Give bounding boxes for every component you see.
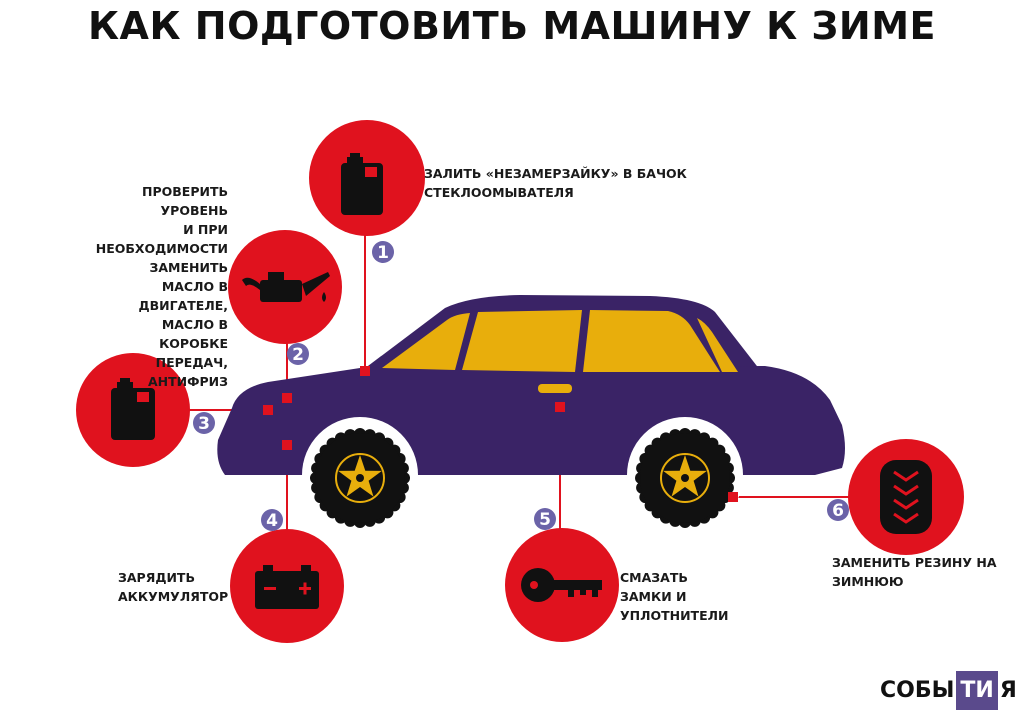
front-wheel [310,428,410,528]
step-2-label: ПРОВЕРИТЬ УРОВЕНЬ И ПРИ НЕОБХОДИМОСТИ ЗА… [90,182,228,391]
step-2-line: МАСЛО В КОРОБКЕ [159,317,228,351]
badge-6 [827,499,849,521]
step-5-line: СМАЗАТЬ [620,570,688,585]
step-6-line: ЗАМЕНИТЬ РЕЗИНУ НА [832,555,997,570]
rear-wheel [635,428,735,528]
middle-window [462,310,582,372]
badge-4 [261,509,283,531]
step-2-line: ЗАМЕНИТЬ [149,260,228,275]
badge-2-number: 2 [292,345,304,365]
tire-icon [880,460,932,534]
step-2-line: ПЕРЕДАЧ, [155,355,228,370]
step-5-line: ЗАМКИ И [620,589,687,604]
front-window [382,313,470,370]
step-1-label: ЗАЛИТЬ «НЕЗАМЕРЗАЙКУ» В БАЧОК СТЕКЛООМЫВ… [424,164,687,202]
back-window [697,318,738,372]
step-5-line: УПЛОТНИТЕЛИ [620,608,729,623]
brand-logo: СОБЫ ТИ Я [880,669,1017,711]
step-6-label: ЗАМЕНИТЬ РЕЗИНУ НА ЗИМНЮЮ [832,553,997,591]
logo-part-2: ТИ [956,670,998,710]
step-2-line: ПРОВЕРИТЬ [142,184,228,199]
connector-markers [263,366,738,502]
canister-icon [111,378,155,440]
hub [356,474,364,482]
badge-4-number: 4 [266,511,278,531]
step-2-line: АНТИФРИЗ [147,374,228,389]
logo-part-1: СОБЫ [880,677,955,703]
battery-icon [255,565,319,609]
badge-1-number: 1 [377,243,389,263]
rear-window [583,310,720,372]
step-6-line: ЗИМНЮЮ [832,574,904,589]
badge-1 [372,241,394,263]
step-5-label: СМАЗАТЬ ЗАМКИ И УПЛОТНИТЕЛИ [620,568,728,625]
badge-5 [534,508,556,530]
badge-5-number: 5 [539,510,551,530]
door-handle [538,384,572,393]
page-title: КАК ПОДГОТОВИТЬ МАШИНУ К ЗИМЕ [88,4,936,48]
oil-can-icon [242,272,330,302]
step-2-line: УРОВЕНЬ [160,203,228,218]
step-4-line: ЗАРЯДИТЬ [118,570,195,585]
badge-3-number: 3 [198,414,210,434]
step-2-line: ДВИГАТЕЛЕ, [138,298,229,313]
step-1-line: СТЕКЛООМЫВАТЕЛЯ [424,185,574,200]
step-2-line: НЕОБХОДИМОСТИ [95,241,228,256]
step-badges: 1 2 3 4 5 6 [193,241,849,531]
badge-3 [193,412,215,434]
badge-6-number: 6 [832,501,844,521]
step-1-line: ЗАЛИТЬ «НЕЗАМЕРЗАЙКУ» В БАЧОК [424,166,687,181]
logo-part-3: Я [999,677,1017,703]
wheels [310,428,735,528]
step-4-label: ЗАРЯДИТЬ АККУМУЛЯТОР [118,568,228,606]
hub [681,474,689,482]
step-4-line: АККУМУЛЯТОР [118,589,229,604]
step-2-line: МАСЛО В [161,279,228,294]
step-2-line: И ПРИ [183,222,228,237]
key-icon [521,568,602,602]
badge-2 [287,343,309,365]
canister-icon [341,153,383,215]
